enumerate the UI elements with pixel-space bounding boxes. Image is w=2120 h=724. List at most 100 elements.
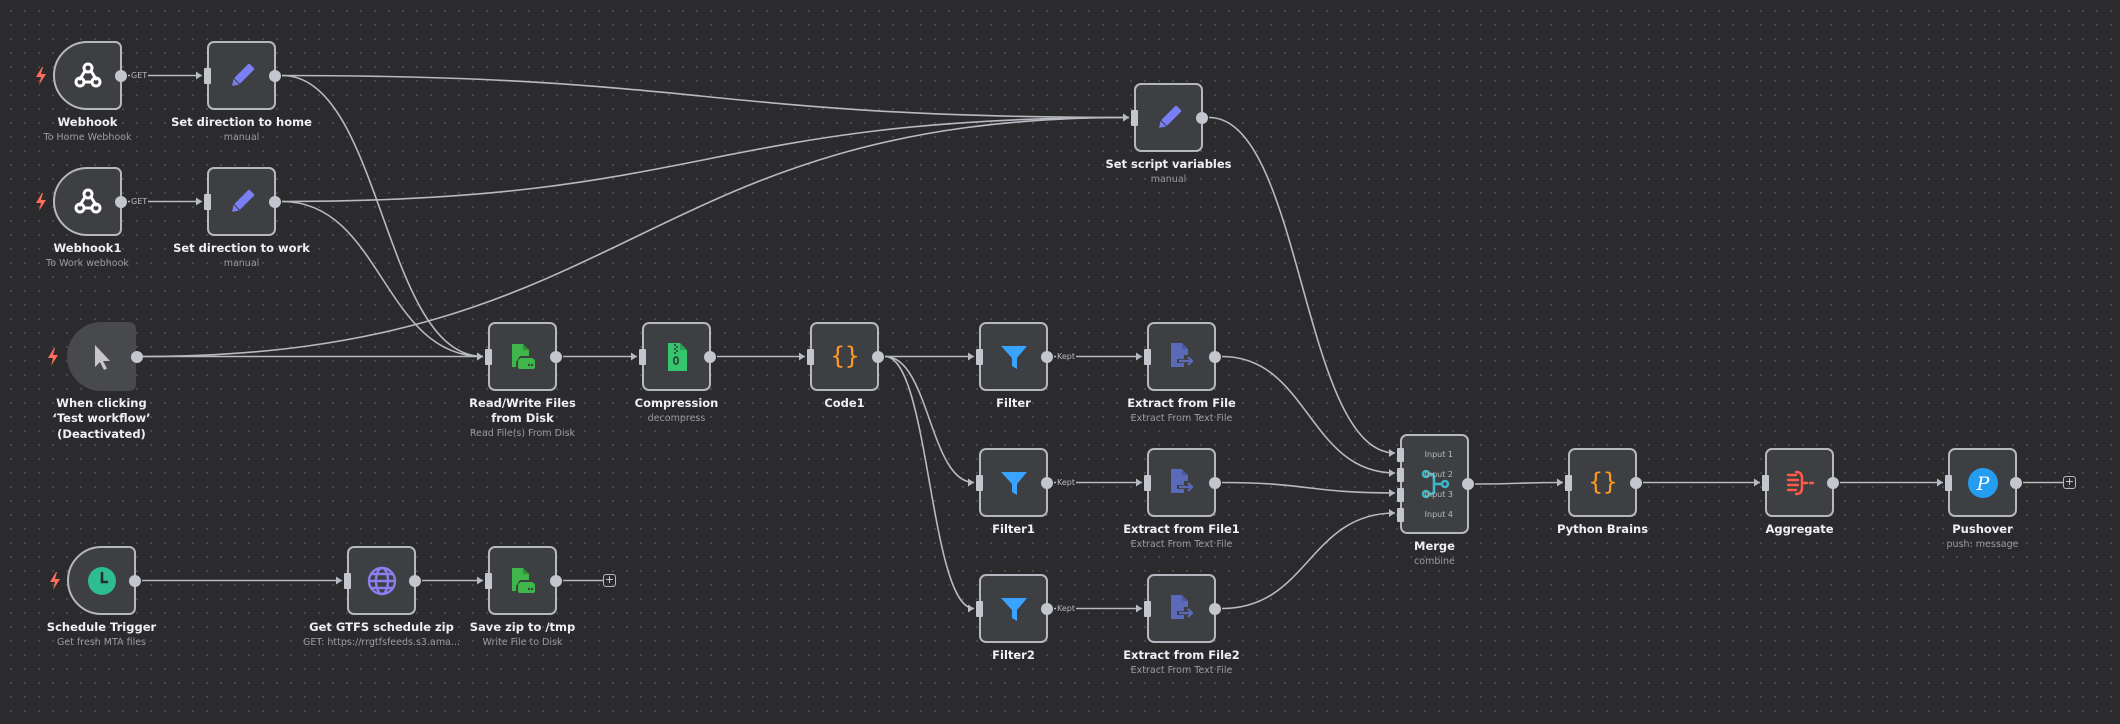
input-port[interactable] xyxy=(1397,488,1404,502)
trigger-bolt-icon xyxy=(35,66,47,85)
node-gtfs[interactable] xyxy=(344,546,421,615)
node-aggregate[interactable] xyxy=(1762,448,1839,517)
node-title: Set direction to work xyxy=(173,241,310,255)
input-port[interactable] xyxy=(1945,474,1952,491)
input-port[interactable] xyxy=(485,572,492,589)
input-port[interactable] xyxy=(1397,508,1404,522)
zip-file-icon xyxy=(660,340,694,374)
output-port[interactable] xyxy=(1041,602,1053,615)
node-title: Filter xyxy=(996,396,1031,410)
connection-code1-to-filter1[interactable] xyxy=(884,355,975,484)
input-port[interactable] xyxy=(1144,474,1151,491)
node-filter2[interactable] xyxy=(976,574,1053,643)
output-port[interactable] xyxy=(704,350,716,363)
arrowhead-icon xyxy=(1136,604,1142,613)
output-port[interactable] xyxy=(550,574,562,587)
node-manual[interactable] xyxy=(48,322,143,391)
output-port[interactable] xyxy=(269,69,281,82)
output-port[interactable] xyxy=(409,574,421,587)
node-schedule[interactable] xyxy=(50,546,141,615)
node-set-home[interactable] xyxy=(204,41,281,110)
output-port[interactable] xyxy=(1041,350,1053,363)
output-port[interactable] xyxy=(1827,476,1839,489)
output-port[interactable] xyxy=(1462,478,1474,490)
node-extract[interactable] xyxy=(1144,322,1221,391)
connection-manual-to-set-script[interactable] xyxy=(141,116,1130,358)
connection-extract1-to-merge[interactable] xyxy=(1221,481,1396,494)
connection-merge-to-python[interactable] xyxy=(1474,481,1564,485)
input-port[interactable] xyxy=(204,193,211,210)
output-port[interactable] xyxy=(1209,602,1221,615)
node-set-script[interactable] xyxy=(1131,83,1208,152)
node-python[interactable]: {} xyxy=(1565,448,1642,517)
arrowhead-icon xyxy=(968,604,974,613)
output-port[interactable] xyxy=(872,350,884,363)
node-set-work[interactable] xyxy=(204,167,281,236)
input-port[interactable] xyxy=(1565,474,1572,491)
connection-label: Kept xyxy=(1056,603,1076,614)
node-extract2[interactable] xyxy=(1144,574,1221,643)
input-port[interactable] xyxy=(976,348,983,365)
output-port[interactable] xyxy=(129,574,141,587)
node-label: Python Brains xyxy=(1503,522,1703,537)
output-port[interactable] xyxy=(1209,476,1221,489)
connection-code1-to-filter2[interactable] xyxy=(884,355,975,610)
connection-set-home-to-set-script[interactable] xyxy=(281,74,1130,119)
node-filter1[interactable] xyxy=(976,448,1053,517)
node-title: Get GTFS schedule zip xyxy=(309,620,454,634)
connection-set-work-to-rw-files[interactable] xyxy=(281,200,484,358)
input-port[interactable] xyxy=(1144,348,1151,365)
node-title: Aggregate xyxy=(1765,522,1834,536)
node-subtitle: (Deactivated) xyxy=(57,427,146,441)
input-port[interactable] xyxy=(639,348,646,365)
output-port[interactable] xyxy=(2010,476,2022,489)
connection-set-work-to-set-script[interactable] xyxy=(281,116,1130,203)
aggregate-icon xyxy=(1783,466,1817,500)
arrowhead-icon xyxy=(1123,113,1129,122)
output-port[interactable] xyxy=(115,69,127,82)
node-extract1[interactable] xyxy=(1144,448,1221,517)
arrowhead-icon xyxy=(336,576,342,585)
arrowhead-icon xyxy=(1123,113,1129,122)
node-code1[interactable]: {} xyxy=(807,322,884,391)
output-port[interactable] xyxy=(269,195,281,208)
output-port[interactable] xyxy=(1209,350,1221,363)
node-pushover[interactable]: P xyxy=(1945,448,2022,517)
output-port[interactable] xyxy=(1196,111,1208,124)
input-port[interactable] xyxy=(485,348,492,365)
output-port[interactable] xyxy=(115,195,127,208)
file-disk-icon xyxy=(506,564,540,598)
node-rw-files[interactable] xyxy=(485,322,562,391)
trigger-bolt-icon xyxy=(47,347,59,366)
input-port[interactable] xyxy=(1397,468,1404,482)
output-port[interactable] xyxy=(131,350,143,363)
node-compression[interactable] xyxy=(639,322,716,391)
output-port[interactable] xyxy=(1041,476,1053,489)
node-filter[interactable] xyxy=(976,322,1053,391)
node-save-zip[interactable] xyxy=(485,546,562,615)
input-port[interactable] xyxy=(344,572,351,589)
webhook-icon xyxy=(71,59,105,93)
connection-label: GET xyxy=(130,70,149,81)
input-port[interactable] xyxy=(1131,109,1138,126)
input-port[interactable] xyxy=(204,67,211,84)
add-node-button[interactable]: + xyxy=(2063,475,2076,489)
node-subtitle: Extract From Text File xyxy=(1130,413,1233,424)
node-webhook1[interactable] xyxy=(36,167,127,236)
output-port[interactable] xyxy=(550,350,562,363)
output-port[interactable] xyxy=(1630,476,1642,489)
input-port[interactable] xyxy=(1144,600,1151,617)
add-node-button[interactable]: + xyxy=(603,573,616,587)
input-port[interactable] xyxy=(807,348,814,365)
node-webhook[interactable] xyxy=(36,41,127,110)
input-port[interactable] xyxy=(976,474,983,491)
input-port[interactable] xyxy=(1397,448,1404,462)
input-port[interactable] xyxy=(976,600,983,617)
input-port[interactable] xyxy=(1762,474,1769,491)
node-title: Extract from File xyxy=(1127,396,1236,410)
